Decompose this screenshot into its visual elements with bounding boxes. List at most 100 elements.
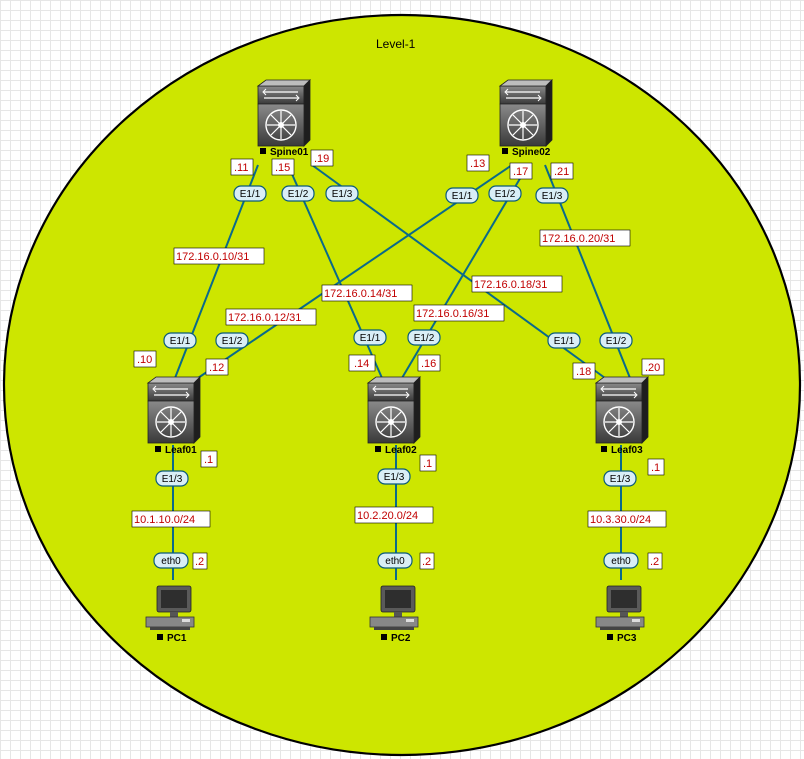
- pc2[interactable]: PC2: [369, 585, 419, 644]
- svg-text:.19: .19: [314, 153, 329, 165]
- svg-text:E1/1: E1/1: [452, 191, 473, 202]
- svg-text:.2: .2: [195, 556, 204, 568]
- svg-text:E1/3: E1/3: [162, 474, 183, 485]
- pc1-status-mark: [157, 634, 163, 640]
- svg-text:.11: .11: [234, 162, 248, 174]
- host-id-spine01-19: .19: [310, 149, 334, 167]
- host-id-leaf03-1: .1: [647, 458, 665, 476]
- svg-text:E1/1: E1/1: [554, 336, 575, 347]
- pc2-label: PC2: [391, 633, 411, 644]
- svg-text:172.16.0.14/31: 172.16.0.14/31: [324, 288, 397, 300]
- svg-text:172.16.0.20/31: 172.16.0.20/31: [542, 233, 615, 245]
- leaf03-label: Leaf03: [611, 445, 643, 456]
- spine01[interactable]: Spine01: [257, 79, 311, 158]
- spine02[interactable]: Spine02: [499, 79, 553, 158]
- port-leaf02-e1-1[interactable]: E1/1: [353, 329, 387, 346]
- svg-text:172.16.0.18/31: 172.16.0.18/31: [474, 279, 547, 291]
- svg-text:E1/3: E1/3: [332, 189, 353, 200]
- svg-text:10.3.30.0/24: 10.3.30.0/24: [590, 514, 651, 526]
- port-leaf01-e1-2[interactable]: E1/2: [215, 332, 249, 349]
- svg-text:eth0: eth0: [385, 556, 405, 567]
- port-spine02-e1-2[interactable]: E1/2: [488, 185, 522, 202]
- pc1[interactable]: PC1: [145, 585, 195, 644]
- port-spine01-e1-2[interactable]: E1/2: [281, 185, 315, 202]
- leaf02[interactable]: Leaf02: [367, 376, 421, 456]
- port-leaf02-e1-3[interactable]: E1/3: [377, 468, 411, 485]
- svg-text:E1/3: E1/3: [384, 472, 405, 483]
- spine02-status-mark: [502, 148, 508, 154]
- host-id-leaf02-1: .1: [419, 454, 437, 472]
- leaf01-label: Leaf01: [165, 445, 197, 456]
- port-spine02-e1-3[interactable]: E1/3: [535, 187, 569, 204]
- host-id-leaf01-1: .1: [200, 450, 218, 468]
- svg-text:172.16.0.12/31: 172.16.0.12/31: [228, 312, 301, 324]
- host-id-leaf01-10: .10: [133, 350, 157, 368]
- port-pc2-eth0[interactable]: eth0: [377, 552, 413, 569]
- port-leaf01-e1-1[interactable]: E1/1: [163, 332, 197, 349]
- port-leaf01-e1-3[interactable]: E1/3: [155, 470, 189, 487]
- svg-text:E1/3: E1/3: [542, 191, 563, 202]
- svg-text:eth0: eth0: [611, 556, 631, 567]
- spine01-status-mark: [260, 148, 266, 154]
- svg-text:172.16.0.10/31: 172.16.0.10/31: [176, 251, 249, 263]
- host-id-spine01-11: .11: [230, 158, 254, 176]
- leaf01-status-mark: [155, 446, 161, 452]
- host-id-leaf01-12: .12: [205, 358, 229, 376]
- svg-text:.18: .18: [576, 366, 591, 378]
- subnet-label-leaf02-pc2: 10.2.20.0/24: [354, 506, 434, 524]
- pc3-status-mark: [607, 634, 613, 640]
- svg-text:E1/2: E1/2: [222, 336, 243, 347]
- port-leaf03-e1-3[interactable]: E1/3: [603, 470, 637, 487]
- leaf03[interactable]: Leaf03: [595, 376, 649, 456]
- svg-text:E1/1: E1/1: [240, 189, 261, 200]
- port-leaf03-e1-2[interactable]: E1/2: [599, 332, 633, 349]
- host-id-leaf02-14: .14: [348, 354, 376, 372]
- port-pc3-eth0[interactable]: eth0: [603, 552, 639, 569]
- pc3-label: PC3: [617, 633, 637, 644]
- svg-text:E1/2: E1/2: [495, 189, 516, 200]
- leaf02-label: Leaf02: [385, 445, 417, 456]
- svg-text:10.1.10.0/24: 10.1.10.0/24: [134, 514, 195, 526]
- subnet-label-spine02-leaf03: 172.16.0.20/31: [539, 229, 631, 247]
- svg-text:.10: .10: [137, 354, 152, 366]
- pc1-label: PC1: [167, 633, 187, 644]
- svg-text:.1: .1: [651, 462, 660, 474]
- host-id-leaf02-16: .16: [417, 354, 441, 372]
- svg-text:.14: .14: [354, 358, 369, 370]
- svg-text:.17: .17: [513, 166, 528, 178]
- host-id-pc1-2: .2: [192, 552, 208, 570]
- host-id-spine02-17: .17: [509, 162, 533, 180]
- leaf02-status-mark: [375, 446, 381, 452]
- svg-text:E1/1: E1/1: [360, 333, 381, 344]
- leaf03-status-mark: [601, 446, 607, 452]
- pc3[interactable]: PC3: [595, 585, 645, 644]
- subnet-label-spine02-leaf01: 172.16.0.12/31: [225, 308, 317, 326]
- subnet-label-spine02-leaf02: 172.16.0.16/31: [413, 304, 505, 322]
- svg-text:.15: .15: [275, 162, 290, 174]
- svg-text:.13: .13: [470, 158, 485, 170]
- svg-text:E1/3: E1/3: [610, 474, 631, 485]
- port-pc1-eth0[interactable]: eth0: [153, 552, 189, 569]
- spine02-label: Spine02: [512, 147, 551, 158]
- svg-text:.2: .2: [422, 556, 431, 568]
- port-leaf03-e1-1[interactable]: E1/1: [547, 332, 581, 349]
- port-spine02-e1-1[interactable]: E1/1: [445, 187, 479, 204]
- host-id-pc2-2: .2: [419, 552, 435, 570]
- area-title: Level-1: [376, 37, 416, 51]
- svg-text:172.16.0.16/31: 172.16.0.16/31: [416, 308, 489, 320]
- spine01-switch-icon: [257, 79, 311, 147]
- svg-text:10.2.20.0/24: 10.2.20.0/24: [357, 510, 418, 522]
- svg-text:.20: .20: [645, 362, 660, 374]
- spine02-switch-icon: [499, 79, 553, 147]
- svg-text:.1: .1: [423, 458, 432, 470]
- host-id-labels: .11 .15 .19 .13 .17 .21 .10 .12 .1 .14 .…: [133, 149, 665, 570]
- port-spine01-e1-3[interactable]: E1/3: [325, 185, 359, 202]
- host-id-pc3-2: .2: [647, 552, 663, 570]
- leaf01[interactable]: Leaf01: [147, 376, 201, 456]
- leaf03-switch-icon: [595, 376, 649, 444]
- port-spine01-e1-1[interactable]: E1/1: [233, 185, 267, 202]
- subnet-labels: 172.16.0.10/31 172.16.0.12/31 172.16.0.1…: [131, 229, 667, 528]
- port-leaf02-e1-2[interactable]: E1/2: [407, 329, 441, 346]
- subnet-label-leaf01-pc1: 10.1.10.0/24: [131, 510, 211, 528]
